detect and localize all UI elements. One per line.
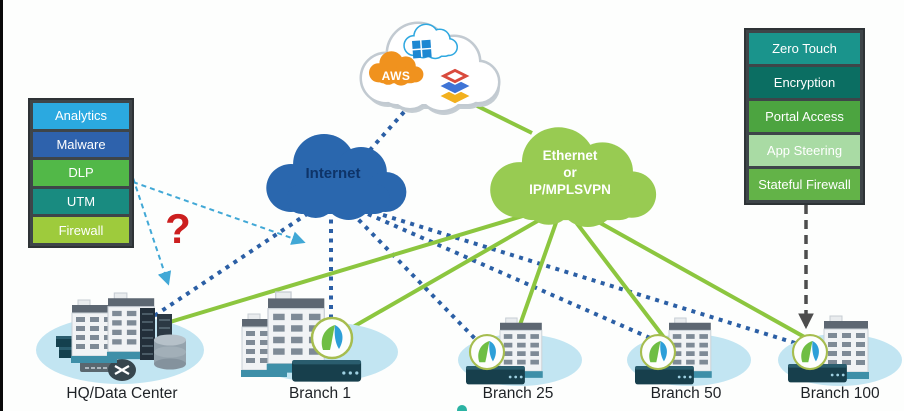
dlp-arrow-to-hq <box>132 177 172 286</box>
question-mark-annotation: ? <box>165 205 191 252</box>
sdwan-logo-icon <box>791 333 829 371</box>
link-wan-hq <box>169 210 537 324</box>
internet-cloud-label: Internet <box>305 165 360 182</box>
feature-stateful-firewall: Stateful Firewall <box>749 169 860 200</box>
sdwan-logo-icon <box>639 333 677 371</box>
feature-encryption: Encryption <box>749 67 860 98</box>
link-wan-branch100 <box>585 213 834 355</box>
link-wan-branch1 <box>345 213 549 333</box>
wan-cloud-label-line3: IP/MPLSVPN <box>529 182 611 197</box>
site-branch-100 <box>778 315 902 386</box>
site-label-branch-100: Branch 100 <box>800 385 880 402</box>
sdwan-appliance-icon <box>292 360 362 382</box>
site-label-branch-50: Branch 50 <box>650 385 722 402</box>
feature-firewall: Firewall <box>33 217 129 243</box>
feature-portal-access: Portal Access <box>749 101 860 132</box>
site-hq-data-center <box>36 292 204 384</box>
wan-cloud: Ethernet or IP/MPLSVPN <box>490 127 657 228</box>
dlp-arrow-to-internet <box>132 181 306 245</box>
dlp-pointer-arrows <box>132 177 306 286</box>
site-branch-50 <box>627 317 751 386</box>
left-edge-bar <box>0 0 3 411</box>
wan-cloud-label-line1: Ethernet <box>543 148 598 163</box>
site-label-branch-25: Branch 25 <box>482 385 554 402</box>
database-icon <box>154 334 186 370</box>
link-internet-branch25 <box>350 211 491 355</box>
azure-cloud-icon <box>403 23 459 60</box>
sdwan-logo-icon <box>468 333 506 371</box>
site-label-branch-1: Branch 1 <box>288 385 352 402</box>
multicloud-cloud: AWS <box>362 24 500 115</box>
sdwan-logo-icon <box>310 316 354 360</box>
aws-label: AWS <box>382 69 411 83</box>
aws-cloud-icon: AWS <box>369 51 424 86</box>
site-branch-25 <box>458 317 582 386</box>
link-internet-branch50 <box>367 212 667 347</box>
internet-cloud: Internet <box>266 134 407 220</box>
feature-dlp: DLP <box>33 160 129 186</box>
site-branch-1 <box>240 291 398 382</box>
link-wan-branch50 <box>570 215 671 346</box>
sdwan-appliance-icon <box>466 366 525 385</box>
wan-cloud-label-line2: or <box>563 165 577 180</box>
feature-utm: UTM <box>33 188 129 215</box>
feature-malware: Malware <box>33 131 129 158</box>
layered-stack-icon <box>437 67 473 105</box>
left-feature-stack: Analytics Malware DLP UTM Firewall <box>28 98 134 248</box>
feature-analytics: Analytics <box>33 103 129 129</box>
feature-app-steering: App Steering <box>749 135 860 166</box>
link-internet-branch100 <box>382 213 825 354</box>
link-multicloud-internet <box>368 110 406 152</box>
slide-artifact-dot <box>457 405 467 411</box>
site-label-hq-data-center: HQ/Data Center <box>66 385 178 402</box>
right-feature-stack: Zero Touch Encryption Portal Access App … <box>744 28 865 205</box>
feature-zero-touch: Zero Touch <box>749 33 860 64</box>
